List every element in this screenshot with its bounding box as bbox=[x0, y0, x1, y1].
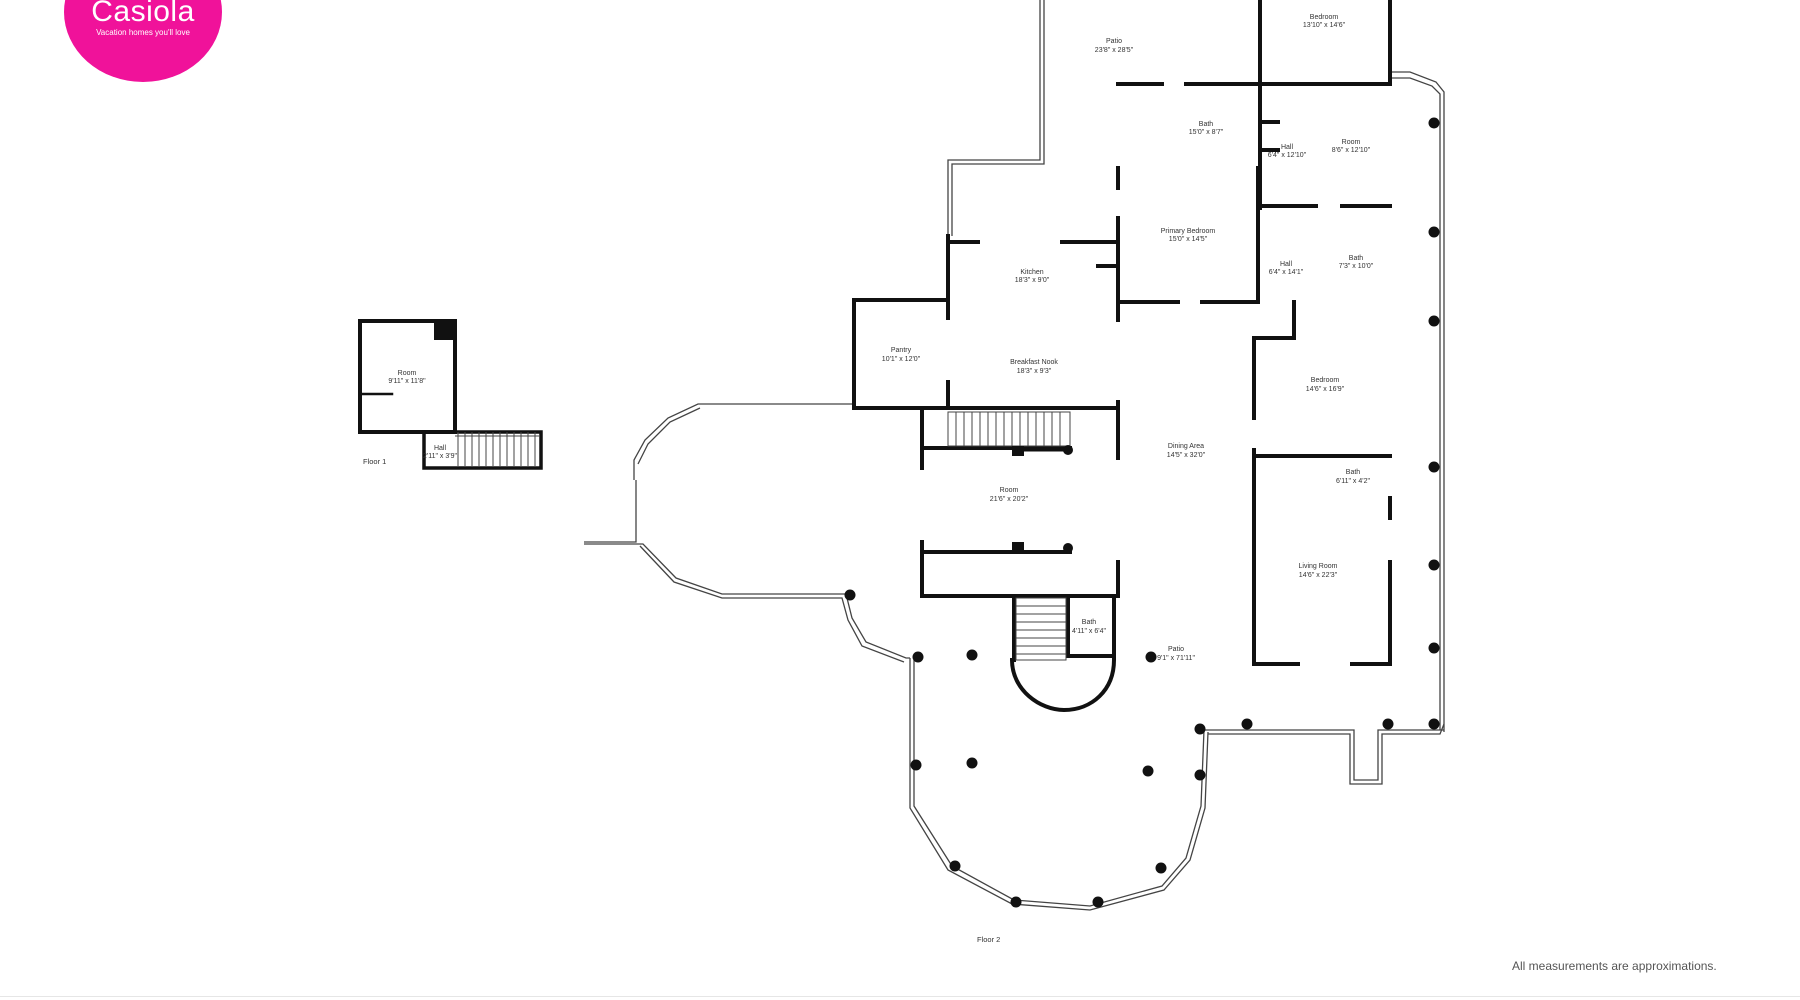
rail-posts bbox=[1012, 445, 1073, 554]
door-openings bbox=[919, 81, 1393, 667]
floor-1-stairs bbox=[455, 432, 540, 466]
label-room-small-name: Room bbox=[1342, 139, 1361, 146]
label-pantry-size: 10'1" x 12'0" bbox=[882, 356, 921, 363]
label-bath-small-size: 6'11" x 4'2" bbox=[1336, 478, 1370, 485]
patio-columns bbox=[844, 117, 1440, 908]
floor-1-label: Floor 1 bbox=[363, 457, 386, 466]
label-living-room-size: 14'6" x 22'3" bbox=[1299, 572, 1338, 579]
label-bedroom-mid-name: Bedroom bbox=[1311, 377, 1340, 384]
label-kitchen-name: Kitchen bbox=[1020, 269, 1043, 276]
label-dining-area-size: 14'5" x 32'0" bbox=[1167, 452, 1206, 459]
label-f1-hall-name: Hall bbox=[434, 445, 447, 452]
floor-1-room-walls bbox=[358, 319, 457, 434]
label-room-lower-size: 21'6" x 20'2" bbox=[990, 496, 1029, 503]
label-f1-room-size: 9'11" x 11'8" bbox=[388, 378, 426, 385]
logo-tagline: Vacation homes you'll love bbox=[96, 28, 190, 37]
floor-2-label: Floor 2 bbox=[977, 935, 1000, 944]
label-bath-small-name: Bath bbox=[1346, 469, 1361, 476]
label-primary-bedroom-name: Primary Bedroom bbox=[1161, 228, 1216, 235]
label-patio-top-name: Patio bbox=[1106, 38, 1122, 45]
label-room-small-size: 8'6" x 12'10" bbox=[1332, 147, 1371, 154]
label-bath-top-name: Bath bbox=[1199, 121, 1214, 128]
label-breakfast-nook-name: Breakfast Nook bbox=[1010, 359, 1058, 366]
label-bath-mid-name: Bath bbox=[1349, 255, 1364, 262]
label-hall-top-name: Hall bbox=[1281, 144, 1294, 151]
label-bedroom-mid-size: 14'6" x 16'9" bbox=[1306, 386, 1345, 393]
label-kitchen-size: 18'3" x 9'0" bbox=[1015, 277, 1050, 284]
label-room-lower-name: Room bbox=[1000, 487, 1019, 494]
floor-1-chimney bbox=[434, 321, 455, 340]
label-patio-top-size: 23'8" x 28'5" bbox=[1095, 47, 1134, 54]
label-bath-top-size: 15'0" x 8'7" bbox=[1189, 129, 1224, 136]
measurements-disclaimer: All measurements are approximations. bbox=[1512, 959, 1717, 973]
label-bath-mid-size: 7'3" x 10'0" bbox=[1339, 263, 1374, 270]
label-breakfast-nook-size: 18'3" x 9'3" bbox=[1017, 368, 1052, 375]
bottom-divider bbox=[0, 996, 1800, 997]
label-patio-lower-name: Patio bbox=[1168, 646, 1184, 653]
label-primary-bedroom-size: 15'0" x 14'5" bbox=[1169, 236, 1208, 243]
label-pantry-name: Pantry bbox=[891, 347, 912, 354]
label-bedroom-top-size: 13'10" x 14'6" bbox=[1303, 22, 1346, 29]
label-f1-hall-size: 2'11" x 3'9" bbox=[423, 453, 457, 460]
floor-1-plan bbox=[358, 319, 543, 470]
floor-2-stairs bbox=[947, 411, 1071, 661]
label-hall-mid-size: 6'4" x 14'1" bbox=[1269, 269, 1304, 276]
label-hall-top-size: 6'4" x 12'10" bbox=[1268, 152, 1307, 159]
label-living-room-name: Living Room bbox=[1299, 563, 1338, 570]
label-dining-area-name: Dining Area bbox=[1168, 443, 1204, 450]
logo-brand-name: Casiola bbox=[91, 0, 195, 28]
floor-1-hall-walls bbox=[422, 430, 543, 470]
patio-outline bbox=[584, 0, 1445, 911]
label-bedroom-top-name: Bedroom bbox=[1310, 14, 1339, 21]
label-bath-stair-name: Bath bbox=[1082, 619, 1097, 626]
label-patio-lower-size: 9'1" x 71'11" bbox=[1157, 655, 1195, 662]
label-bath-stair-size: 4'11" x 6'4" bbox=[1072, 628, 1106, 635]
label-hall-mid-name: Hall bbox=[1280, 261, 1293, 268]
label-f1-room-name: Room bbox=[398, 370, 417, 377]
stair-tower-curve bbox=[1009, 657, 1117, 713]
